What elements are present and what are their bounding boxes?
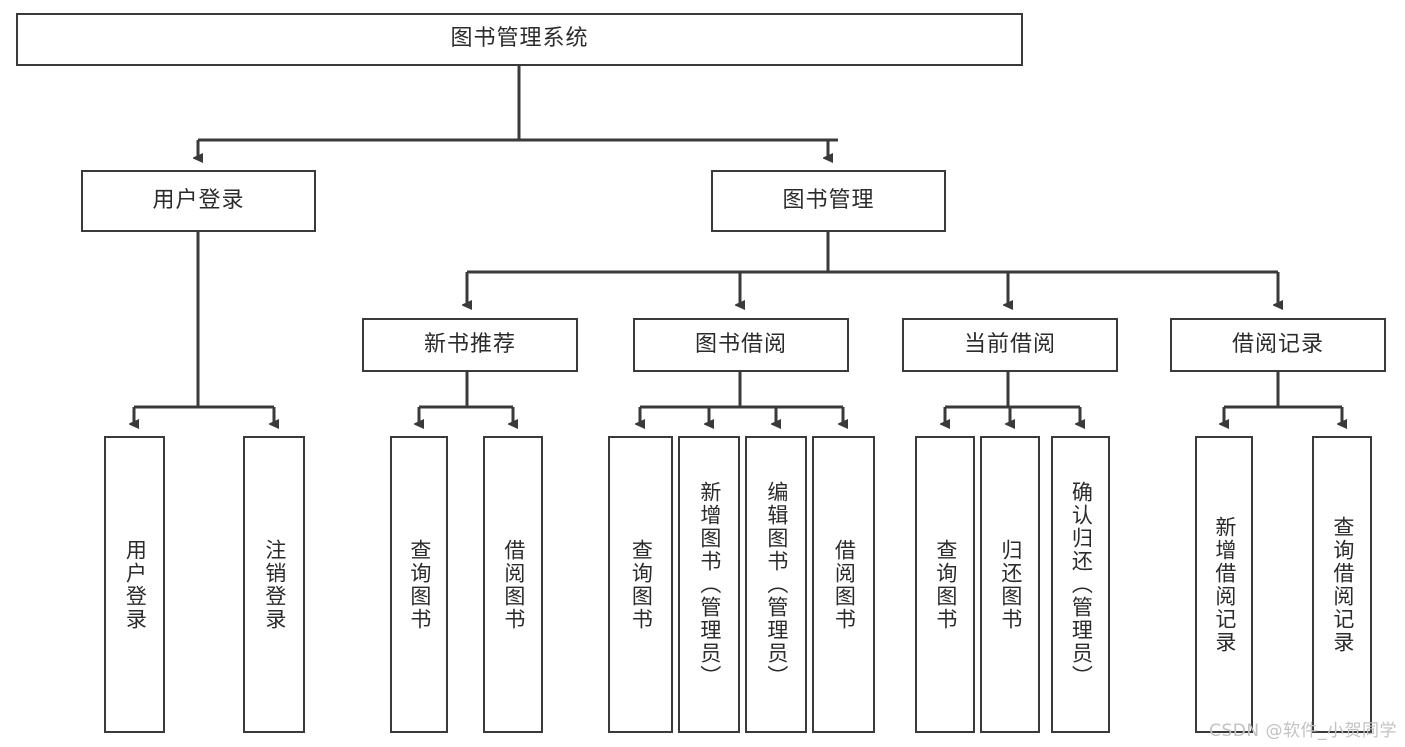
node-label: 图书管理系统 — [450, 26, 589, 52]
leaf-add-borrow-record[interactable]: 新增借阅记录 — [1195, 436, 1253, 733]
leaf-confirm-return-admin[interactable]: 确认归还（管理员） — [1051, 436, 1110, 733]
node-label: 用户登录 — [152, 187, 245, 213]
node-label: 归还图书 — [998, 538, 1023, 631]
node-label: 查询借阅记录 — [1330, 515, 1355, 654]
node-label: 新增借阅记录 — [1212, 515, 1237, 654]
node-label: 注销登录 — [262, 538, 287, 631]
leaf-query-book-3[interactable]: 查询图书 — [915, 436, 975, 733]
node-label: 图书借阅 — [694, 331, 787, 357]
node-root-system[interactable]: 图书管理系统 — [16, 13, 1023, 66]
node-label: 编辑图书（管理员） — [764, 481, 789, 688]
node-current-borrow[interactable]: 当前借阅 — [902, 318, 1118, 372]
leaf-query-borrow-record[interactable]: 查询借阅记录 — [1312, 436, 1372, 733]
node-book-borrow[interactable]: 图书借阅 — [633, 318, 849, 372]
leaf-query-book-1[interactable]: 查询图书 — [390, 436, 448, 733]
leaf-logout[interactable]: 注销登录 — [243, 436, 305, 733]
node-label: 新书推荐 — [423, 331, 516, 357]
node-label: 查询图书 — [407, 538, 432, 631]
leaf-return-book[interactable]: 归还图书 — [980, 436, 1040, 733]
node-label: 借阅图书 — [501, 538, 526, 631]
node-label: 新增图书（管理员） — [697, 481, 722, 688]
node-book-management[interactable]: 图书管理 — [711, 170, 946, 232]
leaf-edit-book-admin[interactable]: 编辑图书（管理员） — [745, 436, 807, 733]
node-label: 用户登录 — [123, 538, 148, 631]
leaf-borrow-book-2[interactable]: 借阅图书 — [812, 436, 875, 733]
leaf-add-book-admin[interactable]: 新增图书（管理员） — [678, 436, 740, 733]
node-label: 查询图书 — [933, 538, 958, 631]
node-label: 查询图书 — [629, 538, 654, 631]
node-new-book-recommend[interactable]: 新书推荐 — [362, 318, 578, 372]
node-label: 当前借阅 — [963, 331, 1056, 357]
node-borrow-record[interactable]: 借阅记录 — [1170, 318, 1386, 372]
leaf-user-login[interactable]: 用户登录 — [104, 436, 165, 733]
node-label: 借阅图书 — [832, 538, 857, 631]
node-label: 借阅记录 — [1231, 331, 1324, 357]
node-label: 确认归还（管理员） — [1069, 481, 1094, 688]
leaf-query-book-2[interactable]: 查询图书 — [608, 436, 673, 733]
watermark: CSDN @软件_小贺同学 — [1209, 721, 1397, 741]
leaf-borrow-book-1[interactable]: 借阅图书 — [483, 436, 543, 733]
node-label: 图书管理 — [782, 187, 875, 213]
node-user-login[interactable]: 用户登录 — [81, 170, 316, 232]
